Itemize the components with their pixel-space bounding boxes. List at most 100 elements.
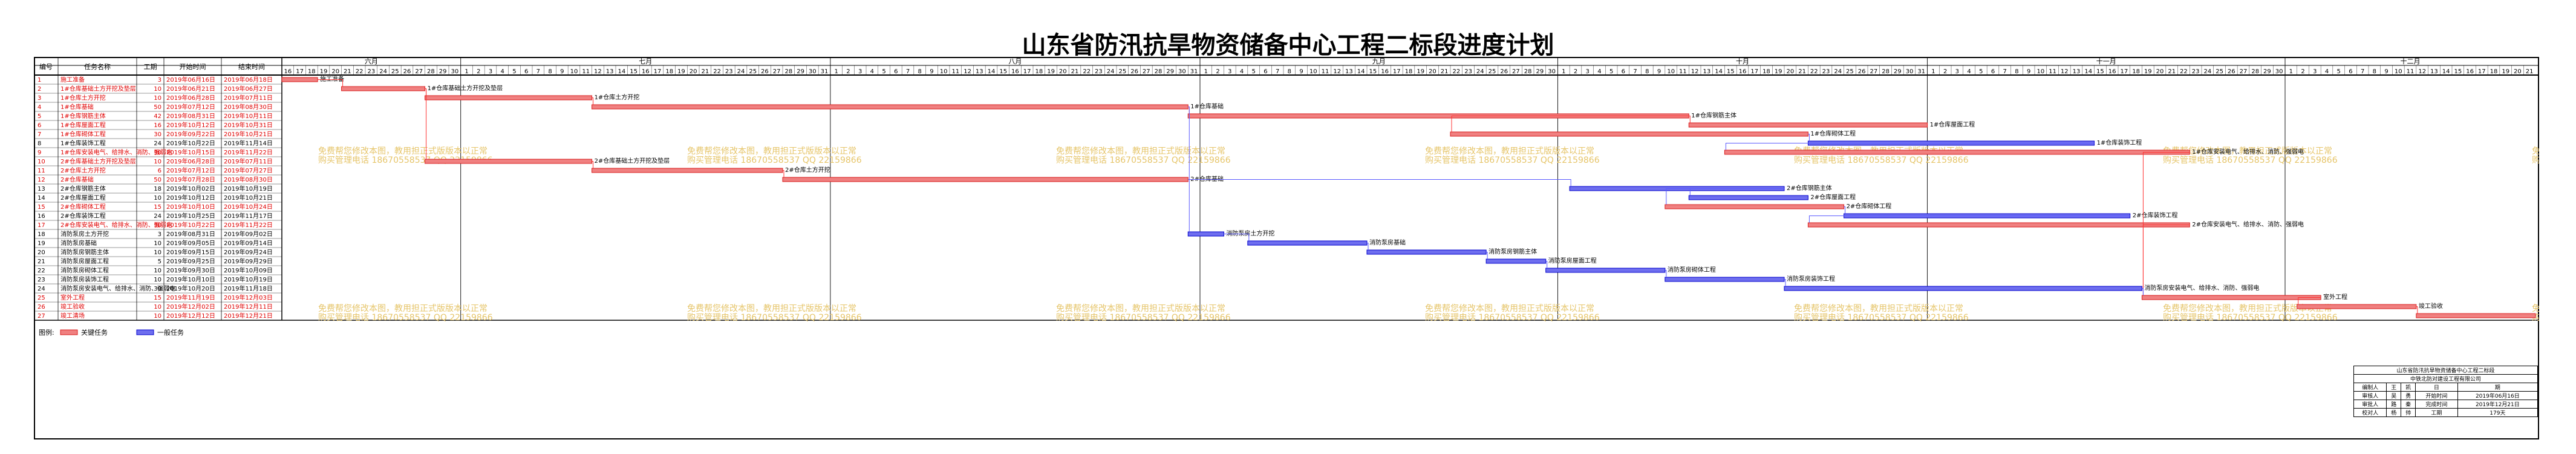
day-label: 6 (2349, 68, 2352, 75)
watermark-text: 免费帮您修改本图，教用担正式版版本以正常 (1056, 303, 1225, 314)
day-label: 9 (1299, 68, 1303, 75)
row-id: 14 (37, 195, 45, 202)
row-id: 16 (37, 213, 45, 220)
day-label: 23 (367, 68, 375, 75)
day-label: 8 (1288, 68, 1291, 75)
watermark-text: 免费帮您修改本图，教用担正式版版本以正常 (1794, 303, 1963, 314)
day-label: 23 (725, 68, 733, 75)
row-id: 27 (37, 313, 45, 320)
row-start: 2019年10月25日 (166, 212, 215, 220)
row-id: 26 (37, 304, 45, 311)
day-label: 20 (1786, 68, 1794, 75)
watermark-text: 免费帮您修改本图，教用担正式版版本以正常 (1056, 146, 1225, 156)
row-end: 2019年09月29日 (224, 257, 273, 265)
day-label: 27 (415, 68, 423, 75)
row-end: 2019年10月19日 (224, 275, 273, 283)
watermark-text: 免费帮您修改本图，教用担正式版版本以正常 (318, 303, 487, 314)
day-label: 13 (606, 68, 614, 75)
row-duration: 30 (154, 131, 161, 138)
dependency-link (783, 170, 784, 177)
day-label: 26 (761, 68, 769, 75)
dependency-link (1224, 234, 1250, 241)
row-task-name: 2#仓库基础 (60, 176, 94, 183)
day-label: 29 (1166, 68, 1174, 75)
row-id: 18 (37, 231, 45, 238)
day-label: 11 (1679, 68, 1687, 75)
day-label: 6 (894, 68, 898, 75)
day-label: 8 (2015, 68, 2018, 75)
row-task-name: 消防泵房钢筋主体 (60, 248, 109, 256)
day-label: 13 (976, 68, 983, 75)
day-label: 16 (2108, 68, 2116, 75)
day-label: 4 (870, 68, 874, 75)
day-label: 24 (737, 68, 745, 75)
row-start: 2019年10月10日 (166, 275, 215, 283)
row-task-name: 施工准备 (60, 76, 85, 84)
month-label: 六月 (365, 58, 378, 65)
day-label: 26 (403, 68, 411, 75)
day-label: 6 (524, 68, 528, 75)
info-label: 日 (2415, 383, 2458, 392)
row-id: 2 (37, 86, 41, 93)
row-end: 2019年10月21日 (224, 194, 273, 202)
gantt-bar-label: 2#仓库基础土方开挖及垫层 (595, 157, 670, 165)
day-label: 8 (2373, 68, 2376, 75)
row-end: 2019年12月03日 (224, 294, 273, 301)
row-id: 19 (37, 240, 45, 247)
gantt-bar-label: 1#仓库安装电气、给排水、消防、强弱电 (2192, 148, 2304, 156)
day-label: 18 (308, 68, 316, 75)
row-id: 11 (37, 168, 45, 174)
header-duration: 工期 (144, 63, 157, 71)
gantt-bar-label: 2#仓库装饰工程 (2133, 211, 2178, 219)
legend-label: 图例: (39, 328, 54, 337)
gantt-bar (592, 168, 783, 173)
day-label: 27 (1512, 68, 1520, 75)
row-task-name: 1#仓库安装电气、给排水、消防、强弱电 (60, 148, 172, 156)
row-task-name: 竣工清场 (60, 312, 85, 320)
dependency-link (1666, 188, 1784, 205)
dependency-link (1725, 143, 2095, 150)
row-id: 4 (37, 104, 41, 111)
row-id: 24 (37, 286, 45, 292)
info-value: 勇 (2401, 391, 2416, 400)
day-label: 2 (2301, 68, 2304, 75)
gantt-bar-label: 室外工程 (2323, 293, 2347, 301)
info-value: 凯 (2401, 383, 2416, 392)
day-label: 15 (999, 68, 1007, 75)
row-duration: 10 (154, 240, 161, 247)
gantt-bar-label: 1#仓库屋面工程 (1930, 120, 1975, 128)
day-label: 7 (536, 68, 540, 75)
info-value: 王 (2386, 383, 2402, 392)
info-value: 2019年12月21日 (2457, 400, 2539, 409)
day-label: 7 (1633, 68, 1637, 75)
row-id: 25 (37, 295, 45, 301)
info-value: 期 (2457, 383, 2539, 392)
day-label: 29 (439, 68, 447, 75)
day-label: 19 (320, 68, 328, 75)
day-label: 20 (331, 68, 339, 75)
info-value: 2019年06月16日 (2457, 391, 2539, 400)
watermark-text: 购买管理电话 18670558537 QQ 22159866 (2163, 156, 2338, 165)
day-label: 3 (1955, 68, 1959, 75)
day-label: 3 (489, 68, 492, 75)
day-label: 28 (1155, 68, 1162, 75)
info-project: 山东省防汛抗旱物资储备中心工程二标段 (2353, 366, 2538, 375)
day-label: 24 (2203, 68, 2211, 75)
day-label: 10 (1667, 68, 1675, 75)
row-duration: 10 (154, 304, 161, 311)
header-start: 开始时间 (180, 62, 206, 71)
row-id: 22 (37, 268, 45, 274)
row-duration: 50 (154, 104, 161, 111)
day-label: 18 (1762, 68, 1770, 75)
row-start: 2019年09月25日 (166, 257, 215, 265)
day-label: 6 (1622, 68, 1625, 75)
row-task-name: 1#仓库钢筋主体 (60, 112, 106, 120)
dependency-link (1689, 116, 1691, 123)
day-label: 8 (1645, 68, 1649, 75)
chart-frame (34, 57, 2539, 439)
day-label: 1 (835, 68, 838, 75)
row-start: 2019年06月16日 (166, 76, 215, 84)
row-duration: 5 (158, 258, 161, 265)
row-end: 2019年09月02日 (224, 230, 273, 238)
watermark-text: 免费帮您修改本图，教用担正式版版本以正常 (2163, 146, 2332, 156)
